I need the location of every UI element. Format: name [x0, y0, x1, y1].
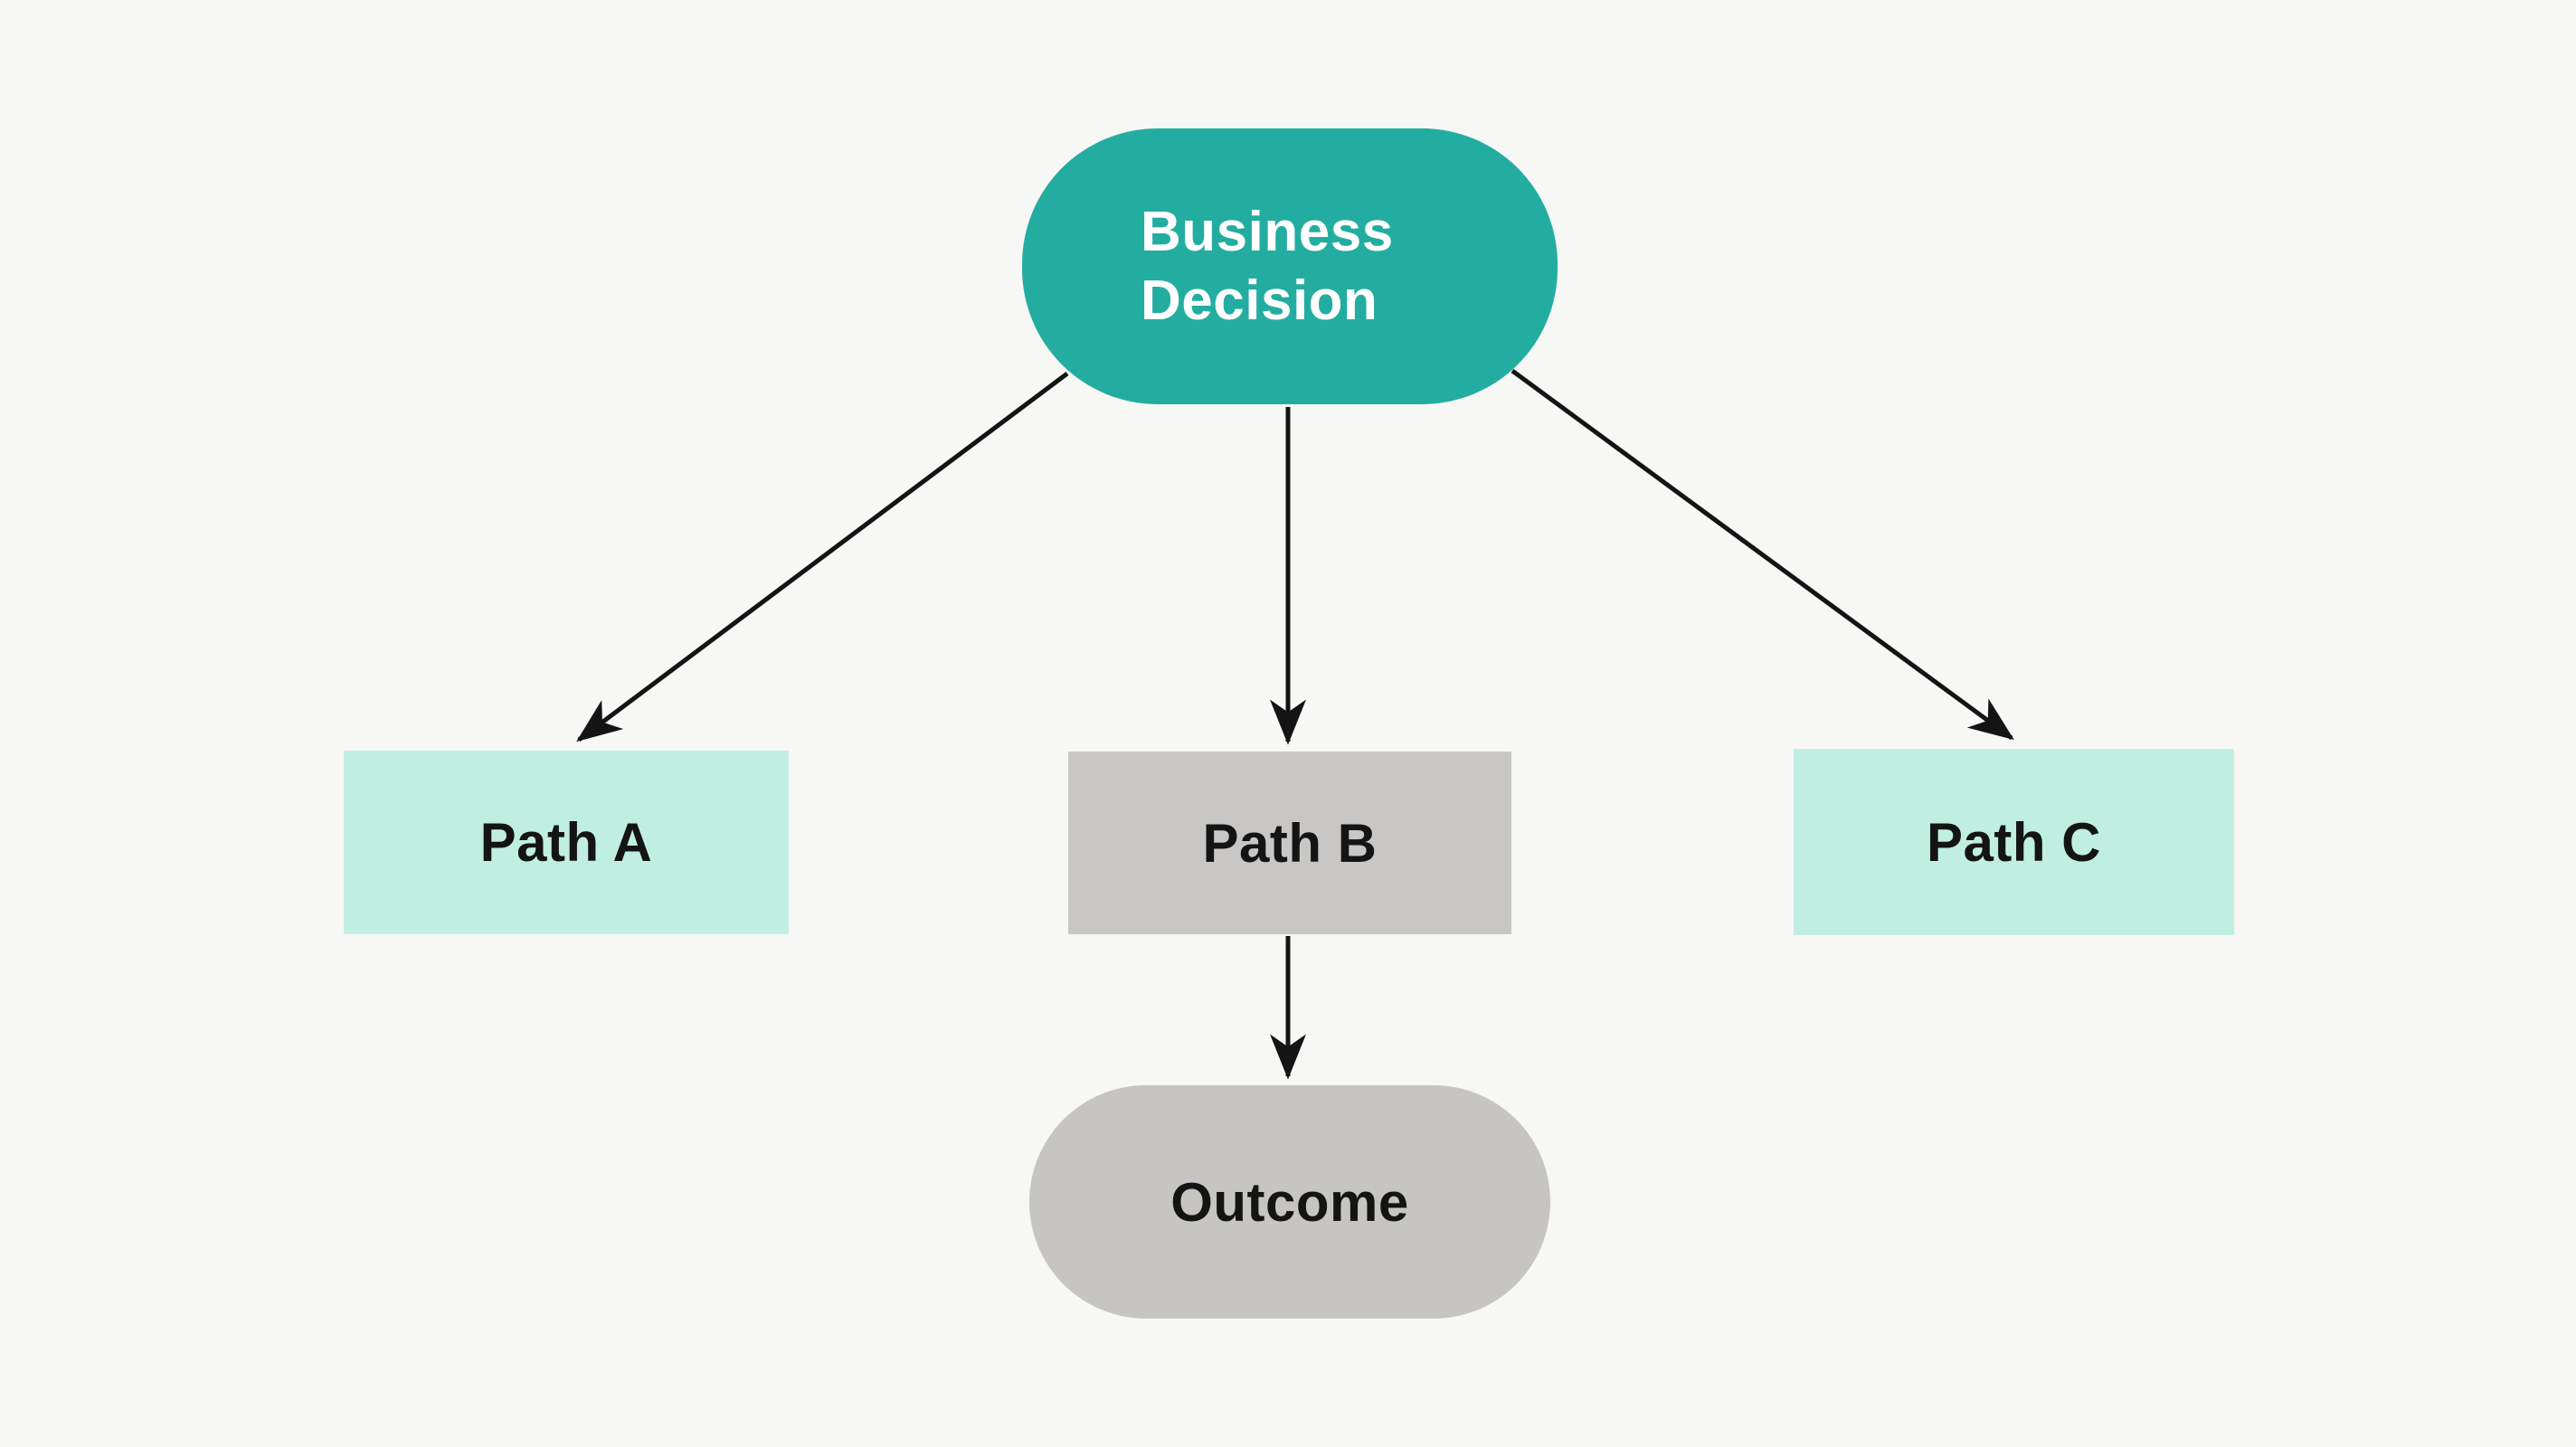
node-outcome[interactable]: Outcome: [1029, 1085, 1550, 1319]
node-path-b[interactable]: Path B: [1068, 752, 1511, 934]
node-path-b-label: Path B: [1202, 812, 1378, 874]
node-path-c-label: Path C: [1926, 811, 2102, 873]
node-business-decision[interactable]: Business Decision: [1022, 128, 1558, 404]
node-outcome-label: Outcome: [1170, 1171, 1409, 1233]
node-path-a[interactable]: Path A: [344, 751, 789, 934]
node-path-c[interactable]: Path C: [1794, 749, 2234, 935]
edge-decision-to-path-c: [1511, 368, 2014, 741]
node-path-a-label: Path A: [479, 812, 653, 873]
edge-decision-to-path-a: [576, 372, 1069, 742]
node-business-decision-label: Business Decision: [1141, 200, 1394, 332]
